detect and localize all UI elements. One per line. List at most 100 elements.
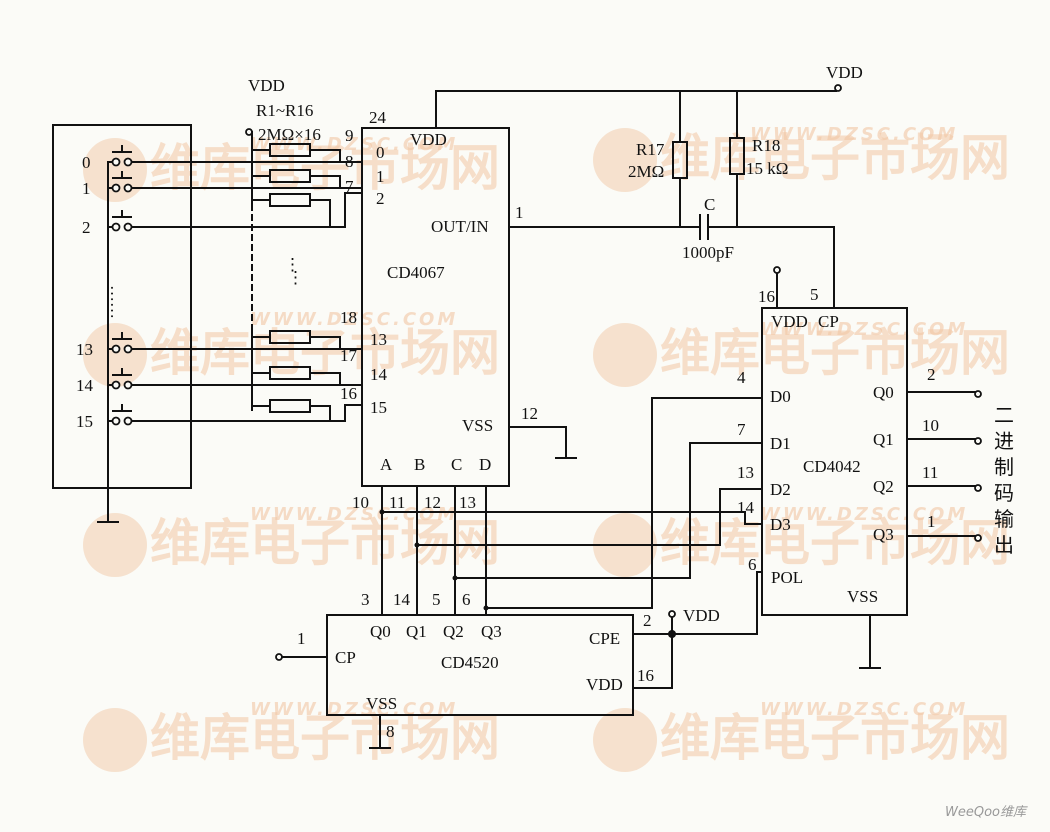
- cd4067-out-label: OUT/IN: [431, 217, 489, 236]
- cd4520-vdd-pin: 16: [637, 666, 654, 685]
- watermark-brand: 维库电子市场网: [660, 129, 1010, 187]
- cd4067-in-label: 0: [376, 143, 385, 162]
- cd4067-vss-label: VSS: [462, 416, 493, 435]
- cd4067-sel-pin: 13: [459, 493, 476, 512]
- cd4042-q-label: Q1: [873, 430, 894, 449]
- cd4042-q-label: Q3: [873, 525, 894, 544]
- watermark-brand: 维库电子市场网: [660, 324, 1010, 382]
- keypad-frame: [52, 124, 192, 489]
- cd4520-vdd-label: VDD: [586, 675, 623, 694]
- cd4520-cpe-pin: 2: [643, 611, 652, 630]
- vdd-label: VDD: [683, 606, 720, 625]
- resistor: [251, 399, 331, 422]
- key-switch-1: [107, 171, 133, 193]
- cd4067-in-label: 2: [376, 189, 385, 208]
- cd4520-q-pin: 5: [432, 590, 441, 609]
- cd4520-vss-label: VSS: [366, 694, 397, 713]
- watermark-url: WWW.DZSC.COM: [750, 124, 958, 145]
- cd4520-chip: CD4520 CP 1 Q0 Q1 Q2 Q3 3 14 5 6 CPE 2 V…: [297, 590, 654, 741]
- key-label: 2: [82, 218, 91, 237]
- binary-output-wiring: [906, 390, 982, 542]
- cd4067-in-label: 1: [376, 167, 385, 186]
- cd4067-sel-pin: 10: [352, 493, 369, 512]
- r18-value: 15 kΩ: [746, 159, 788, 178]
- select-bus: [379, 397, 763, 616]
- cd4042-pol-pin: 6: [748, 555, 757, 574]
- cd4067-chip: CD4067 VDD 24 0 1 2 13 14 15 9 8 7 18 17…: [340, 108, 538, 512]
- cd4042-q-pin: 2: [927, 365, 936, 384]
- cd4520-body: [326, 614, 634, 716]
- cd4520-vss-pin: 8: [386, 722, 395, 741]
- cd4042-vdd-pin: 16: [758, 287, 775, 306]
- watermark-url: WWW.DZSC.COM: [760, 699, 968, 720]
- cd4042-q-pin: 1: [927, 512, 936, 531]
- cd4042-chip: CD4042 VDD CP 16 5 D0 D1 D2 D3 4 7 13 14…: [737, 285, 939, 616]
- cd4067-sel-label: D: [479, 455, 491, 474]
- cd4042-d-label: D1: [770, 434, 791, 453]
- corner-watermark: WeeQoo维库: [945, 805, 1028, 820]
- r17-name: R17: [636, 140, 665, 159]
- cd4520-q-label: Q1: [406, 622, 427, 641]
- cd4067-in-label: 14: [370, 365, 388, 384]
- svg-text:码: 码: [994, 481, 1014, 505]
- r17-value: 2MΩ: [628, 162, 664, 181]
- resistor: [251, 193, 331, 228]
- watermark-brand: 维库电子市场网: [150, 709, 500, 767]
- cd4520-q-label: Q0: [370, 622, 391, 641]
- cd4042-q-label: Q0: [873, 383, 894, 402]
- key-label: 14: [76, 376, 94, 395]
- key-label: 1: [82, 179, 91, 198]
- capacitor-value: 1000pF: [682, 243, 734, 262]
- cd4042-vss-label: VSS: [847, 587, 878, 606]
- svg-text:输: 输: [994, 507, 1014, 531]
- cd4067-in-label: 15: [370, 398, 387, 417]
- cd4067-sel-pin: 11: [389, 493, 405, 512]
- cd4067-sel-pin: 12: [424, 493, 441, 512]
- cd4042-d-label: D2: [770, 480, 791, 499]
- watermark-logo: [83, 128, 657, 772]
- svg-text:二: 二: [994, 403, 1014, 427]
- cd4067-vdd-label: VDD: [410, 130, 447, 149]
- cd4520-q-label: Q3: [481, 622, 502, 641]
- svg-text:制: 制: [994, 455, 1014, 479]
- watermark-brand: 维库电子市场网: [660, 709, 1010, 767]
- watermark-url: WWW.DZSC.COM: [760, 504, 968, 525]
- cd4067-out-pin: 1: [515, 203, 524, 222]
- cd4520-cp-label: CP: [335, 648, 356, 667]
- cd4042-d-pin: 7: [737, 420, 746, 439]
- cd4520-q-pin: 3: [361, 590, 370, 609]
- capacitor-name: C: [704, 195, 715, 214]
- cd4067-name: CD4067: [387, 263, 445, 282]
- resistor: [251, 169, 341, 189]
- cd4042-pol-label: POL: [771, 568, 803, 587]
- cd4042-vdd-label: VDD: [771, 312, 808, 331]
- cd4520-q-pin: 6: [462, 590, 471, 609]
- resistor-ellipsis: ⋮: [284, 255, 301, 274]
- cd4042-q-label: Q2: [873, 477, 894, 496]
- cd4520-q-pin: 14: [393, 590, 411, 609]
- watermark-url: WWW.DZSC.COM: [250, 309, 458, 330]
- cd4520-cp-pin: 1: [297, 629, 306, 648]
- resistor: [251, 366, 341, 386]
- cd4067-in-pin: 7: [345, 177, 354, 196]
- cd4042-cp-pin: 5: [810, 285, 819, 304]
- key-switch-2: [107, 210, 133, 232]
- cd4067-in-pin: 16: [340, 384, 357, 403]
- cd4067-in-pin: 9: [345, 126, 354, 145]
- vdd-label: VDD: [826, 63, 863, 82]
- cd4067-vss-pin: 12: [521, 404, 538, 423]
- cd4067-in-label: 13: [370, 330, 387, 349]
- resistor-ellipsis: ⋮: [287, 268, 304, 287]
- cd4067-in-pin: 17: [340, 346, 358, 365]
- resistor-group-label: R1~R16: [256, 101, 313, 120]
- key-label: 0: [82, 153, 91, 172]
- cd4067-in-pin: 18: [340, 308, 357, 327]
- cd4042-name: CD4042: [803, 457, 861, 476]
- key-label: 15: [76, 412, 93, 431]
- watermark-url: WWW.DZSC.COM: [760, 319, 968, 340]
- input-wiring: ⋮ ⋮: [131, 128, 363, 422]
- cd4520-q-label: Q2: [443, 622, 464, 641]
- keypad-ellipsis: ……: [107, 285, 126, 319]
